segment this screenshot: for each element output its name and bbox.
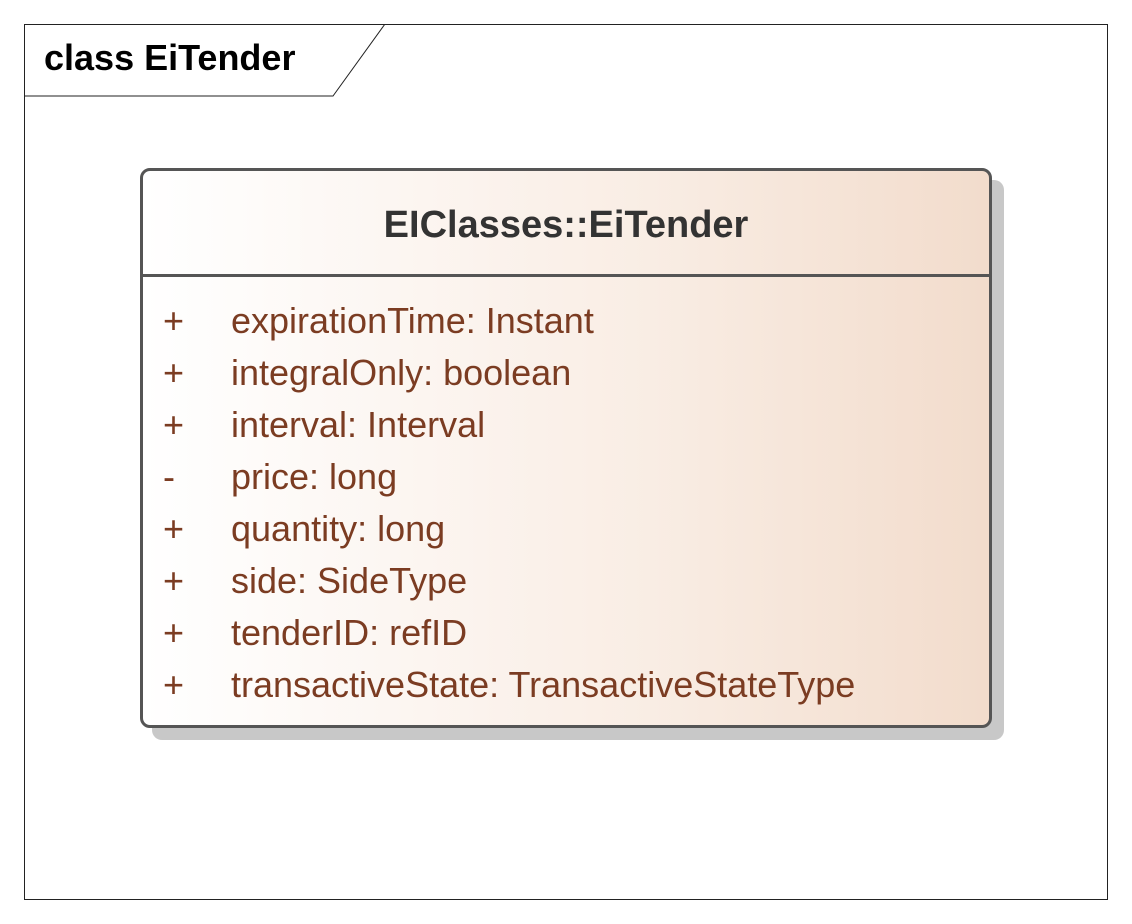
attribute-row[interactable]: - price: long bbox=[143, 451, 989, 503]
attribute-text: quantity: long bbox=[231, 508, 446, 549]
attribute-text: expirationTime: Instant bbox=[231, 300, 594, 341]
attribute-visibility: + bbox=[163, 612, 185, 653]
class-header: EIClasses::EiTender bbox=[143, 171, 989, 277]
attribute-row[interactable]: + tenderID: refID bbox=[143, 607, 989, 659]
attribute-row[interactable]: + transactiveState: TransactiveStateType bbox=[143, 659, 989, 711]
attribute-text: price: long bbox=[231, 456, 398, 497]
attribute-visibility: + bbox=[163, 560, 185, 601]
attribute-list: + expirationTime: Instant + integralOnly… bbox=[143, 277, 989, 711]
attribute-text: interval: Interval bbox=[231, 404, 486, 445]
attribute-row[interactable]: + expirationTime: Instant bbox=[143, 295, 989, 347]
diagram-frame bbox=[24, 24, 1108, 900]
attribute-row[interactable]: + side: SideType bbox=[143, 555, 989, 607]
class-name: EIClasses::EiTender bbox=[383, 204, 749, 246]
attribute-row[interactable]: + quantity: long bbox=[143, 503, 989, 555]
attribute-visibility: + bbox=[163, 404, 185, 445]
attribute-visibility: + bbox=[163, 664, 185, 705]
attribute-text: integralOnly: boolean bbox=[231, 352, 572, 393]
attribute-row[interactable]: + integralOnly: boolean bbox=[143, 347, 989, 399]
attribute-text: transactiveState: TransactiveStateType bbox=[231, 664, 856, 705]
class-box[interactable]: EIClasses::EiTender + expirationTime: In… bbox=[140, 168, 992, 728]
frame-title-tab: class EiTender bbox=[24, 24, 386, 97]
attribute-visibility: + bbox=[163, 508, 185, 549]
frame-title: class EiTender bbox=[44, 37, 296, 78]
attribute-visibility: + bbox=[163, 300, 185, 341]
attribute-text: side: SideType bbox=[231, 560, 468, 601]
frame-tab-outline bbox=[24, 24, 386, 97]
attribute-text: tenderID: refID bbox=[231, 612, 468, 653]
attribute-row[interactable]: + interval: Interval bbox=[143, 399, 989, 451]
attribute-visibility: - bbox=[163, 456, 175, 497]
attribute-visibility: + bbox=[163, 352, 185, 393]
